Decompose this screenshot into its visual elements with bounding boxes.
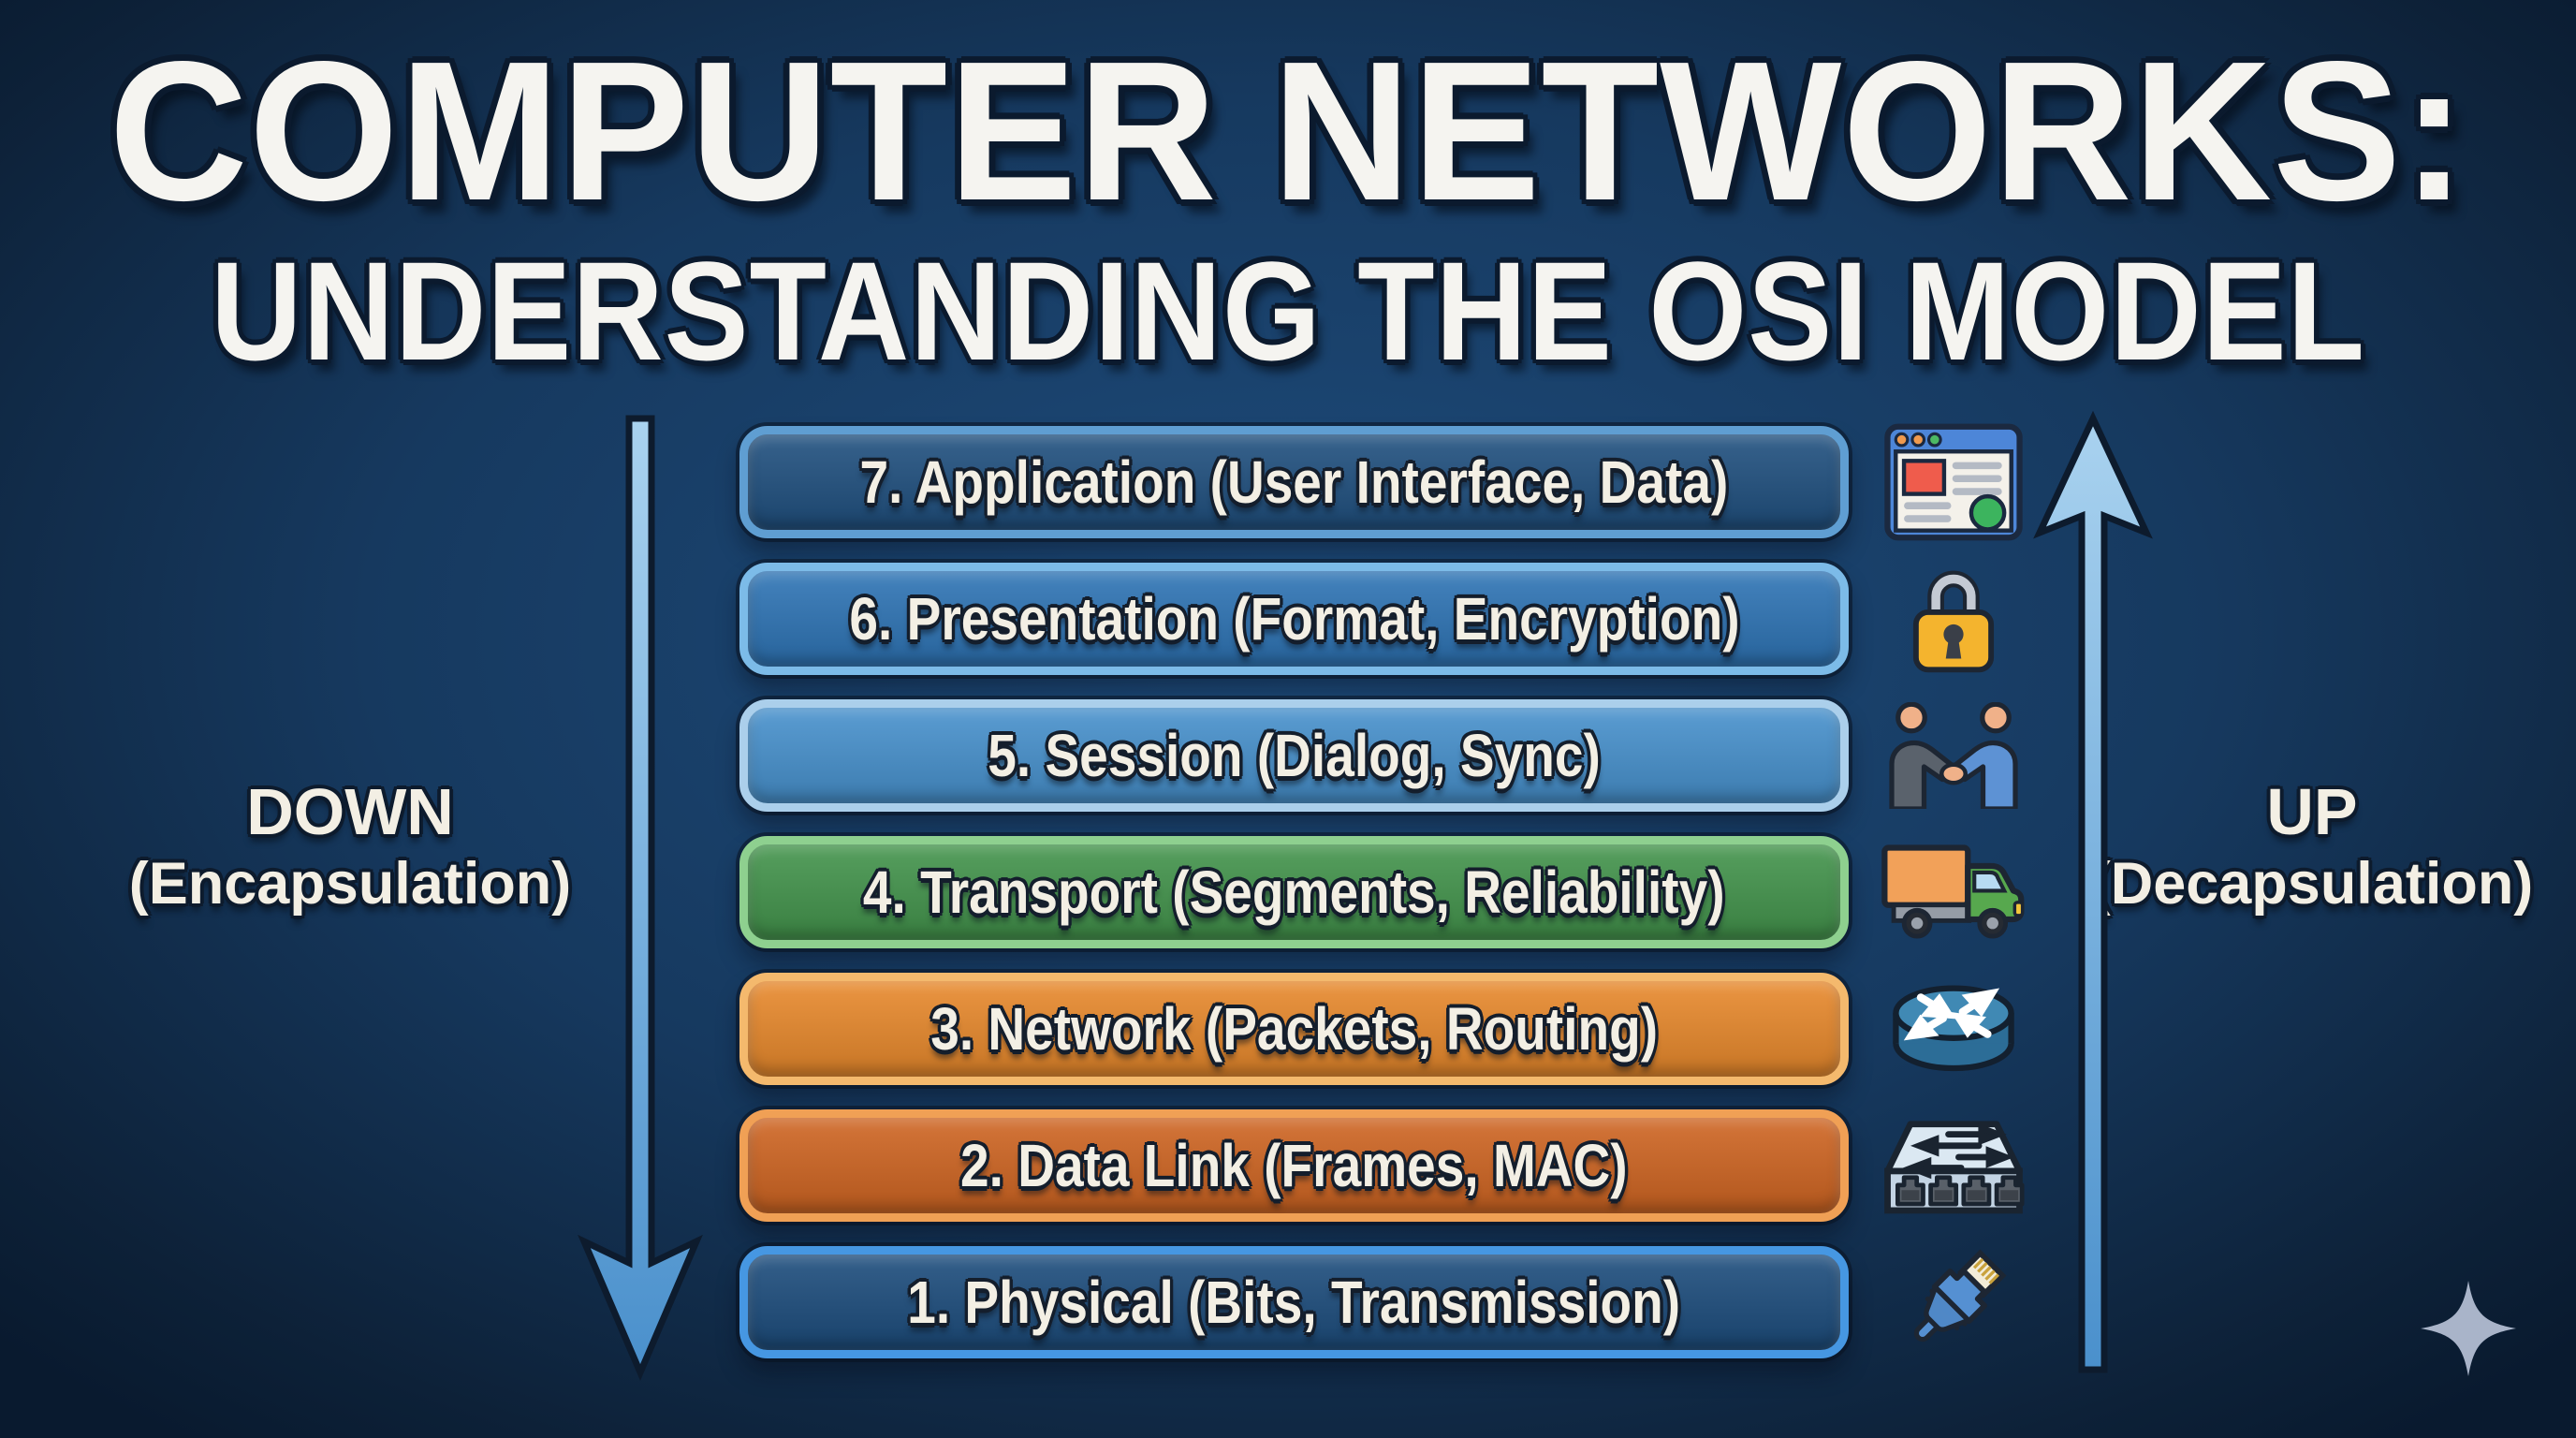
delivery-truck-icon: [1881, 844, 2025, 938]
icon-cell-data-link: [1877, 1109, 2030, 1222]
layer-1-label: 1. Physical (Bits, Transmission): [907, 1269, 1681, 1336]
layer-6-label: 6. Presentation (Format, Encryption): [848, 585, 1740, 653]
decapsulation-text: (Decapsulation): [2090, 851, 2534, 917]
up-decapsulation-label: UP (Decapsulation): [2022, 775, 2576, 919]
layer-5-label: 5. Session (Dialog, Sync): [988, 722, 1601, 789]
handshake-icon: [1889, 702, 2018, 809]
icon-cell-transport: [1877, 836, 2030, 948]
icon-cell-session: [1877, 699, 2030, 812]
layer-3-label: 3. Network (Packets, Routing): [930, 995, 1658, 1063]
icon-cell-physical: [1877, 1246, 2030, 1358]
ethernet-cable-icon: [1913, 1249, 2007, 1343]
title-line-2: UNDERSTANDING THE OSI MODEL: [211, 232, 2365, 389]
layer-7-application: 7. Application (User Interface, Data): [739, 426, 1849, 538]
padlock-icon: [1912, 570, 1995, 673]
encapsulation-text: (Encapsulation): [128, 851, 572, 917]
page-title: COMPUTER NETWORKS: UNDERSTANDING THE OSI…: [0, 20, 2576, 389]
down-arrow-icon: [578, 415, 703, 1381]
layer-5-session: 5. Session (Dialog, Sync): [739, 699, 1849, 812]
layer-1-physical: 1. Physical (Bits, Transmission): [739, 1246, 1849, 1358]
icon-cell-application: [1877, 423, 2030, 541]
down-direction-text: DOWN: [246, 775, 454, 848]
layer-2-label: 2. Data Link (Frames, MAC): [960, 1132, 1628, 1199]
layer-icons-column: [1877, 423, 2030, 1358]
down-encapsulation-label: DOWN (Encapsulation): [60, 775, 640, 919]
icon-cell-network: [1877, 973, 2030, 1085]
sparkle-icon: [2421, 1281, 2516, 1376]
up-arrow-icon: [2033, 410, 2153, 1373]
osi-layer-stack: 7. Application (User Interface, Data) 6.…: [739, 426, 1849, 1358]
up-direction-text: UP: [2266, 775, 2358, 848]
layer-7-label: 7. Application (User Interface, Data): [859, 448, 1729, 516]
layer-4-label: 4. Transport (Segments, Reliability): [863, 858, 1725, 926]
network-switch-icon: [1884, 1120, 2025, 1213]
layer-2-data-link: 2. Data Link (Frames, MAC): [739, 1109, 1849, 1222]
icon-cell-presentation: [1877, 563, 2030, 675]
layer-6-presentation: 6. Presentation (Format, Encryption): [739, 563, 1849, 675]
layer-3-network: 3. Network (Packets, Routing): [739, 973, 1849, 1085]
title-line-1: COMPUTER NETWORKS:: [109, 20, 2467, 242]
layer-4-transport: 4. Transport (Segments, Reliability): [739, 836, 1849, 948]
router-icon: [1893, 985, 2014, 1072]
browser-window-icon: [1884, 423, 2023, 541]
